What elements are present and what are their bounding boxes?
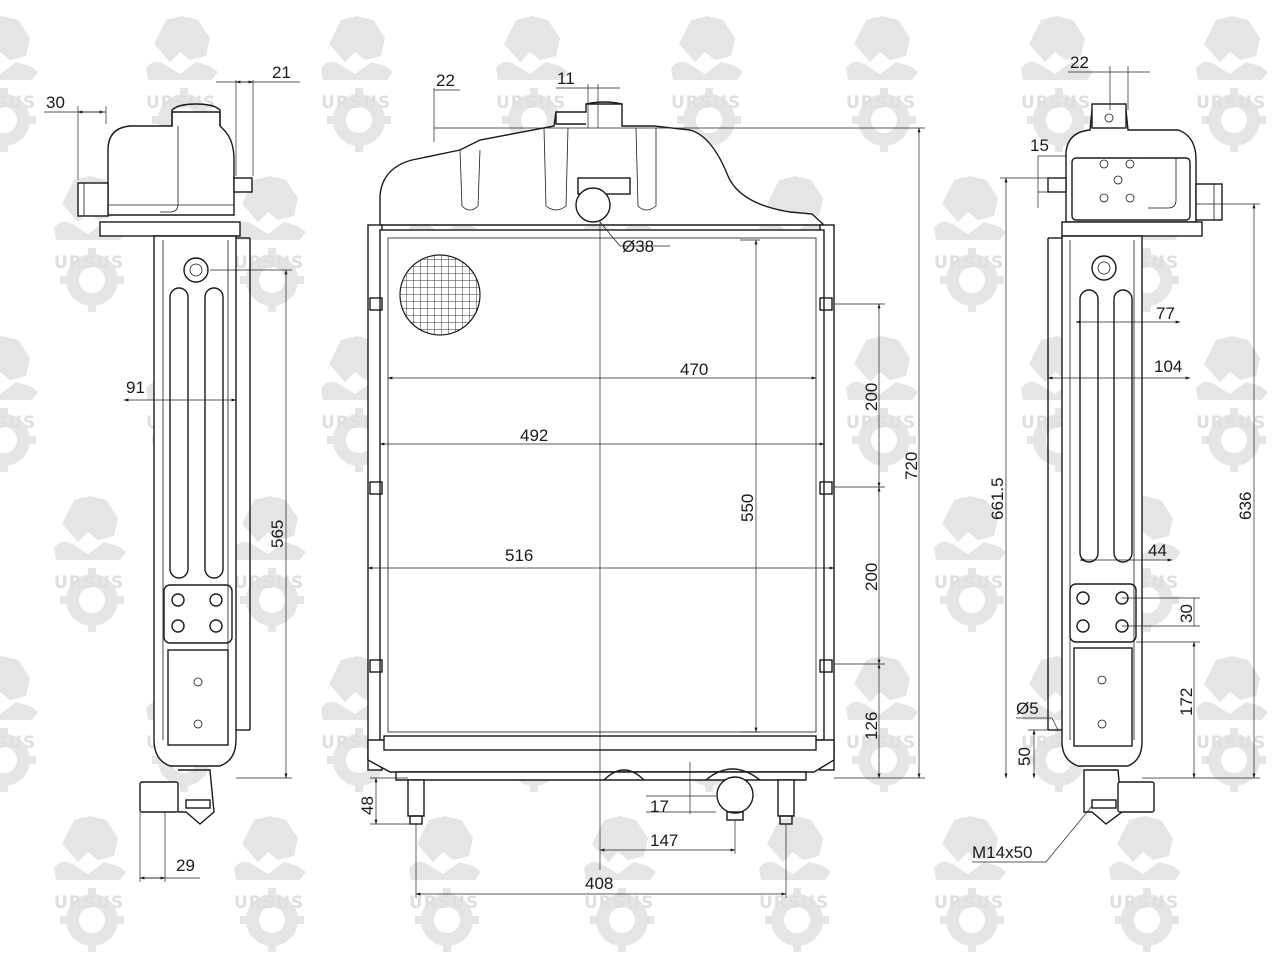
dim-30-right: 30: [1177, 604, 1196, 623]
watermark-text: URSUS: [1196, 413, 1266, 433]
dim-17: 17: [650, 797, 669, 816]
right-dimensions: 22 15 661.5 77 104 636 44 30 172 Ø5 50: [972, 53, 1260, 863]
watermark-tile: URSUS: [54, 496, 126, 632]
watermark-text: URSUS: [1196, 93, 1266, 113]
dim-104: 104: [1154, 357, 1182, 376]
watermark-tile: URSUS: [0, 656, 38, 792]
watermark-text: URSUS: [671, 93, 741, 113]
watermark-text: URSUS: [759, 893, 829, 913]
dim-126: 126: [862, 712, 881, 740]
watermark-tile: URSUS: [584, 816, 656, 952]
watermark-tile: URSUS: [54, 176, 126, 312]
watermark-text: URSUS: [1109, 893, 1179, 913]
dim-200-upper: 200: [862, 383, 881, 411]
watermark-tile: URSUS: [234, 496, 306, 632]
dim-48: 48: [358, 796, 377, 815]
watermark-tile: URSUS: [846, 336, 918, 472]
watermark-tile: URSUS: [934, 176, 1006, 312]
watermark-text: URSUS: [54, 573, 124, 593]
dim-147: 147: [650, 831, 678, 850]
watermark-text: URSUS: [1196, 733, 1266, 753]
dim-hole-5: Ø5: [1016, 699, 1039, 718]
watermark-tile: URSUS: [409, 816, 481, 952]
dim-720: 720: [902, 452, 921, 480]
watermark-tile: URSUS: [846, 16, 918, 152]
watermark-tile: URSUS: [846, 656, 918, 792]
dim-565: 565: [268, 520, 287, 548]
dim-172: 172: [1177, 688, 1196, 716]
watermark-tile: URSUS: [0, 336, 38, 472]
watermark-text: URSUS: [496, 93, 566, 113]
watermark-tile: URSUS: [496, 16, 568, 152]
watermark-text: URSUS: [0, 733, 36, 753]
dim-550: 550: [738, 494, 757, 522]
watermark-text: URSUS: [934, 893, 1004, 913]
dim-91: 91: [126, 378, 145, 397]
dim-200-lower: 200: [862, 563, 881, 591]
watermark-text: URSUS: [846, 93, 916, 113]
watermark-tile: URSUS: [321, 16, 393, 152]
dim-636: 636: [1236, 492, 1255, 520]
dim-15: 15: [1030, 136, 1049, 155]
dim-11: 11: [557, 69, 575, 88]
watermark-text: URSUS: [234, 253, 304, 273]
watermark-text: URSUS: [234, 573, 304, 593]
dim-22-right: 22: [1070, 53, 1089, 72]
dim-492: 492: [520, 426, 548, 445]
front-view: [367, 101, 835, 825]
dim-77: 77: [1156, 304, 1175, 323]
watermark-tile: URSUS: [671, 16, 743, 152]
watermark-text: URSUS: [54, 893, 124, 913]
watermark-tile: URSUS: [1196, 16, 1268, 152]
watermark-text: URSUS: [0, 413, 36, 433]
watermark-tile: URSUS: [1196, 336, 1268, 472]
watermark-text: URSUS: [54, 253, 124, 273]
dim-22-front: 22: [436, 71, 455, 90]
watermark-text: URSUS: [846, 413, 916, 433]
watermark-tile: URSUS: [0, 16, 38, 152]
watermark-tile: URSUS: [234, 816, 306, 952]
watermark-tile: URSUS: [934, 816, 1006, 952]
watermark-layer: URSUS URSUS URSUS URSUS URSUS URSUS URSUS URSUS…: [0, 16, 1268, 952]
watermark-tile: URSUS: [146, 16, 218, 152]
right-side-view: [1047, 103, 1223, 825]
dim-44: 44: [1148, 541, 1167, 560]
watermark-text: URSUS: [584, 893, 654, 913]
watermark-tile: URSUS: [934, 496, 1006, 632]
watermark-text: URSUS: [234, 893, 304, 913]
dim-516: 516: [505, 546, 533, 565]
dim-30-left: 30: [46, 93, 65, 112]
watermark-text: URSUS: [934, 573, 1004, 593]
watermark-tile: URSUS: [759, 816, 831, 952]
watermark-text: URSUS: [321, 93, 391, 113]
dim-470: 470: [680, 360, 708, 379]
watermark-text: URSUS: [846, 733, 916, 753]
dim-661-5: 661.5: [988, 477, 1007, 520]
watermark-tile: URSUS: [1021, 16, 1093, 152]
front-dimensions: 22 11 Ø38 470 492 516 550 200 200 126 72…: [358, 69, 925, 898]
watermark-text: URSUS: [934, 253, 1004, 273]
watermark-text: URSUS: [1021, 93, 1091, 113]
watermark-text: URSUS: [146, 93, 216, 113]
dim-m14x50: M14x50: [972, 843, 1032, 862]
watermark-text: URSUS: [0, 93, 36, 113]
watermark-tile: URSUS: [54, 816, 126, 952]
dim-408: 408: [585, 874, 613, 893]
dim-hole-38: Ø38: [622, 237, 654, 256]
watermark-tile: URSUS: [1196, 656, 1268, 792]
dim-50: 50: [1015, 747, 1034, 766]
dim-21-left: 21: [272, 63, 291, 82]
left-side-view: [77, 103, 253, 825]
watermark-text: URSUS: [409, 893, 479, 913]
watermark-tile: URSUS: [1109, 816, 1181, 952]
dim-29: 29: [176, 856, 195, 875]
watermark-tile: URSUS: [234, 176, 306, 312]
left-dimensions: 30 21 91 565 29: [44, 63, 300, 882]
